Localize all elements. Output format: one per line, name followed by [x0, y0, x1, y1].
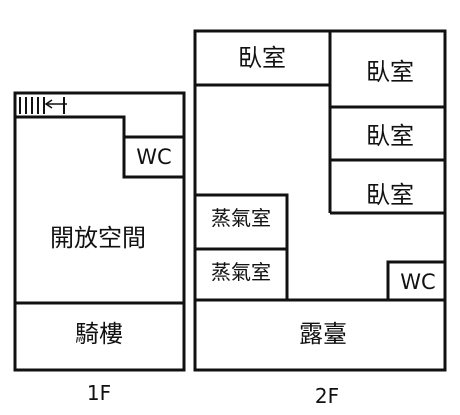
floor2-sauna-wall — [195, 193, 289, 300]
floor2-bedroom4-label: 臥室 — [366, 181, 414, 209]
floor2-sauna1-label: 蒸氣室 — [211, 206, 271, 230]
floor2-outline — [193, 29, 447, 372]
floor1-wc-label: WC — [136, 145, 171, 169]
floor1-wc-wall — [122, 137, 184, 179]
floor2-terrace-label: 露臺 — [299, 320, 347, 348]
floor1-open-space-label: 開放空間 — [50, 224, 146, 252]
floor1-caption: 1F — [87, 381, 111, 405]
floor2-bedroom3-label: 臥室 — [366, 122, 414, 150]
floor1-arcade-label: 騎樓 — [75, 320, 123, 348]
floor2-bedroom1-label: 臥室 — [238, 44, 286, 72]
floor2-bedroom2-label: 臥室 — [366, 58, 414, 86]
stair-arrow-icon — [19, 97, 67, 114]
floor1-stair-wall — [15, 115, 184, 139]
floor1-outline — [13, 91, 186, 372]
floor2-sauna2-label: 蒸氣室 — [211, 260, 271, 284]
floor2-wc-wall — [386, 260, 445, 300]
floor2-wc-label: WC — [400, 270, 435, 294]
floor2-caption: 2F — [315, 384, 339, 408]
